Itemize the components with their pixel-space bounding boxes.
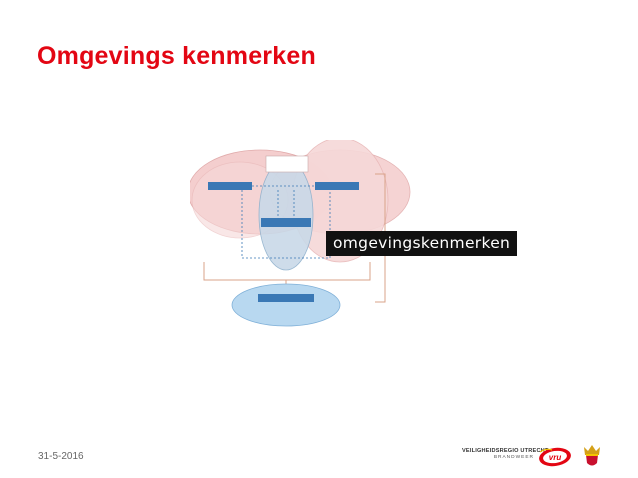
org-line2: BRANDWEER: [493, 455, 534, 460]
svg-text:vru: vru: [549, 453, 562, 462]
center-ellipse: [258, 159, 314, 271]
left-box: [208, 182, 252, 190]
org-name: VEILIGHEIDSREGIO UTRECHT BRANDWEER: [462, 448, 549, 460]
crest-icon: [584, 445, 600, 466]
slide-title: Omgevings kenmerken: [37, 42, 316, 70]
top-box: [265, 155, 309, 173]
slide-date: 31-5-2016: [38, 451, 84, 462]
omgevingskenmerken-label: omgevingskenmerken: [326, 231, 518, 256]
dashed-arrows: [241, 185, 331, 259]
org-line1: VEILIGHEIDSREGIO UTRECHT: [462, 448, 549, 454]
bottom-ellipse: [231, 283, 341, 327]
diagram: [190, 140, 411, 327]
vru-logo-icon: vru: [539, 447, 571, 467]
center-box: [261, 218, 311, 227]
right-box: [315, 182, 359, 190]
bottom-box: [258, 294, 314, 302]
